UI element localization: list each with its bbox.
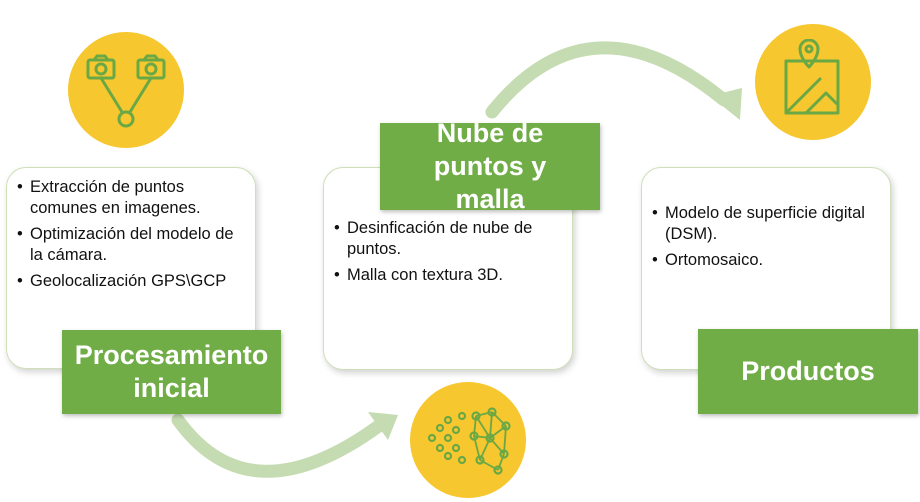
point-cloud-mesh-icon bbox=[427, 407, 511, 475]
step1-icon-circle bbox=[68, 32, 184, 148]
step3-bullet: Modelo de superficie digital (DSM). bbox=[652, 203, 882, 245]
mesh-nodes bbox=[469, 407, 511, 475]
step3-title: Productos bbox=[698, 329, 918, 414]
step3-icon-circle bbox=[755, 24, 871, 140]
step1-title: Procesamiento inicial bbox=[62, 330, 281, 414]
point-cloud-dots bbox=[427, 411, 467, 465]
map-pin-icon bbox=[784, 39, 840, 115]
step3-bullet-list: Modelo de superficie digital (DSM). Orto… bbox=[652, 203, 882, 271]
step2-bullet: Malla con textura 3D. bbox=[334, 265, 564, 286]
step3-bullet: Ortomosaico. bbox=[652, 250, 882, 271]
arrow-step1-to-step2 bbox=[171, 413, 387, 478]
geotagged-photos-icon bbox=[86, 54, 166, 128]
step2-icon-circle bbox=[410, 382, 526, 498]
step1-bullet: Geolocalización GPS\GCP bbox=[17, 271, 247, 292]
step2-bullet: Desinficación de nube de puntos. bbox=[334, 218, 564, 260]
arrow-head-1 bbox=[368, 412, 398, 440]
arrow-step2-to-step3 bbox=[485, 41, 731, 119]
step1-bullet: Optimización del modelo de la cámara. bbox=[17, 224, 247, 266]
step2-bullet-list: Desinficación de nube de puntos. Malla c… bbox=[334, 218, 564, 286]
step1-bullet: Extracción de puntos comunes en imagenes… bbox=[17, 177, 247, 219]
step2-title: Nube de puntos y malla bbox=[380, 118, 600, 214]
step1-bullet-list: Extracción de puntos comunes en imagenes… bbox=[17, 177, 247, 292]
arrow-head-2 bbox=[710, 88, 742, 120]
